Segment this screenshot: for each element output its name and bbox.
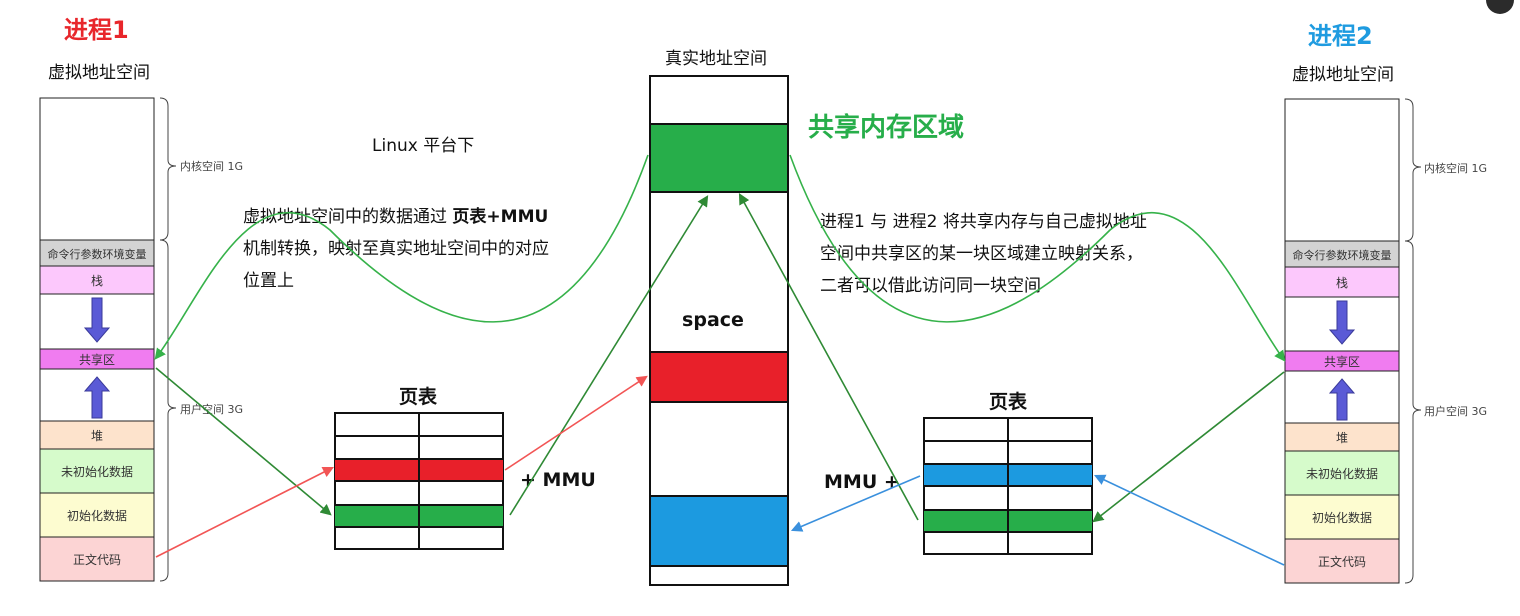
- right-note-line2: 空间中共享区的某一块区域建立映射关系，: [820, 244, 1143, 264]
- space-label: space: [682, 309, 744, 331]
- process1-text-label: 正文代码: [73, 552, 121, 567]
- process2-stack-segment: [1284, 266, 1400, 298]
- process2-stack-label: 栈: [1336, 275, 1348, 290]
- process1-shared-to-page-table-arrow: [155, 367, 332, 516]
- process2-heap-label: 堆: [1336, 431, 1348, 445]
- process2-shared-label: 共享区: [1324, 354, 1360, 369]
- page-table-right-blue-to-physical-arrow: [790, 475, 921, 532]
- process1-kernel-brace: [159, 97, 177, 241]
- page-table-right: [923, 417, 1093, 555]
- process2-user-label: 用户空间 3G: [1424, 404, 1487, 418]
- left-note-line1-prefix: 虚拟地址空间中的数据通过: [243, 207, 452, 227]
- process2-kernel-segment: [1284, 98, 1400, 242]
- process1-kernel-segment: [39, 97, 155, 241]
- process2-kernel-brace: [1404, 98, 1422, 242]
- close-icon[interactable]: [1486, 0, 1514, 14]
- process2-kernel-label: 内核空间 1G: [1424, 161, 1487, 175]
- process2-args-label: 命令行参数环境变量: [1293, 248, 1392, 262]
- process2-data-segment: [1284, 494, 1400, 540]
- mmu-right-label: MMU +: [824, 471, 900, 493]
- process1-data-segment: [39, 492, 155, 538]
- process1-args-segment: [39, 239, 155, 267]
- process1-shared-label: 共享区: [79, 352, 115, 367]
- process2-title: 进程2: [1308, 22, 1373, 50]
- physical-red-block: [649, 351, 789, 403]
- process1-title: 进程1: [64, 16, 129, 44]
- process1-kernel-label: 内核空间 1G: [180, 159, 243, 173]
- process2-args-segment: [1284, 240, 1400, 268]
- process1-text-segment: [39, 536, 155, 582]
- process1-data-label: 初始化数据: [67, 508, 127, 523]
- page-table-left-green-to-shared-arrow: [509, 195, 709, 516]
- left-note-line2: 机制转换，映射至真实地址空间中的对应: [243, 239, 549, 259]
- process2-vspace-label: 虚拟地址空间: [1292, 65, 1394, 85]
- page-table-right-title: 页表: [989, 390, 1028, 413]
- page-table-right-green-to-shared-arrow: [738, 193, 919, 521]
- page-table-left-red-to-physical-arrow: [504, 375, 648, 471]
- process1-bss-label: 未初始化数据: [61, 464, 133, 479]
- stack-down-arrow-icon: [83, 297, 111, 343]
- page-table-left: [334, 412, 504, 550]
- process1-stack-segment: [39, 265, 155, 295]
- process1-heap-label: 堆: [91, 429, 103, 443]
- right-note-line1: 进程1 与 进程2 将共享内存与自己虚拟地址: [820, 212, 1147, 232]
- process2-text-label: 正文代码: [1318, 554, 1366, 569]
- heap-up-arrow-icon: [1328, 378, 1356, 421]
- process2-heap-segment: [1284, 422, 1400, 452]
- heap-up-arrow-icon: [83, 376, 111, 419]
- mmu-left-label: + MMU: [520, 469, 596, 491]
- shared-region-label: 共享内存区域: [808, 112, 964, 143]
- process1-vspace-label: 虚拟地址空间: [48, 63, 150, 83]
- shared-to-process1-curve: [154, 154, 649, 360]
- right-note-line3: 二者可以借此访问同一块空间: [820, 276, 1041, 296]
- process2-text-segment: [1284, 538, 1400, 584]
- shared-memory-block: [649, 123, 789, 193]
- process2-text-to-page-table-arrow: [1093, 474, 1285, 566]
- process2-bss-segment: [1284, 450, 1400, 496]
- physical-blue-block: [649, 495, 789, 567]
- process1-text-to-page-table-arrow: [155, 466, 334, 558]
- left-note-line3: 位置上: [243, 271, 294, 291]
- process1-user-label: 用户空间 3G: [180, 402, 243, 416]
- process2-data-label: 初始化数据: [1312, 510, 1372, 525]
- process1-virtual-address-space: 命令行参数环境变量 栈 共享区 堆 未初始化数据 初始化数据 正文代码: [39, 97, 155, 582]
- platform-note: Linux 平台下: [372, 136, 474, 156]
- process1-heap-segment: [39, 420, 155, 450]
- page-table-left-title: 页表: [399, 385, 438, 408]
- left-note-line1: 虚拟地址空间中的数据通过 页表+MMU: [243, 206, 548, 227]
- process1-stack-label: 栈: [91, 273, 103, 288]
- process2-virtual-address-space: 命令行参数环境变量 栈 共享区 堆 未初始化数据 初始化数据 正文代码: [1284, 98, 1400, 584]
- process2-shared-to-page-table-arrow: [1092, 371, 1285, 523]
- process1-bss-segment: [39, 448, 155, 494]
- physical-address-space: space: [649, 75, 789, 586]
- physical-title: 真实地址空间: [665, 49, 767, 69]
- stack-down-arrow-icon: [1328, 300, 1356, 345]
- process1-user-brace: [159, 239, 177, 582]
- process2-bss-label: 未初始化数据: [1306, 466, 1378, 481]
- left-note-line1-bold: 页表+MMU: [452, 206, 548, 227]
- process1-args-label: 命令行参数环境变量: [48, 247, 147, 261]
- shared-to-process2-curve: [789, 154, 1286, 362]
- process2-user-brace: [1404, 240, 1422, 584]
